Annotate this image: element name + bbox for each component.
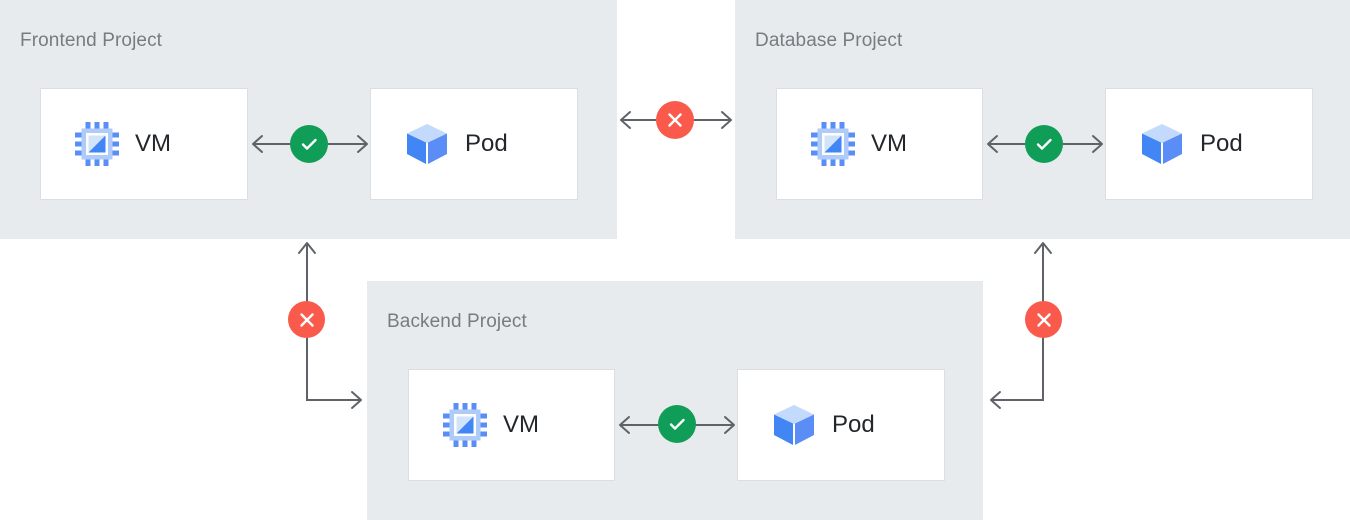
x-icon	[668, 113, 682, 127]
vm-chip-icon	[441, 401, 489, 449]
pod-cube-icon	[770, 401, 818, 449]
project-panel-frontend[interactable]: Frontend Project	[0, 0, 617, 239]
vm-chip-icon	[809, 120, 857, 168]
check-icon	[1036, 138, 1052, 150]
status-badge-frontend-internal-allowed[interactable]	[290, 125, 328, 163]
project-panel-database[interactable]: Database Project	[735, 0, 1350, 239]
pod-cube-icon	[403, 120, 451, 168]
status-badge-backend-internal-allowed[interactable]	[658, 405, 696, 443]
check-icon	[301, 138, 317, 150]
resource-label-database-pod: Pod	[1200, 130, 1243, 157]
resource-card-backend-vm[interactable]: VM	[408, 369, 615, 481]
project-title-frontend: Frontend Project	[20, 30, 163, 51]
resource-card-database-pod[interactable]: Pod	[1105, 88, 1313, 200]
resource-label-database-vm: VM	[871, 130, 907, 157]
x-icon	[1036, 312, 1051, 327]
project-title-database: Database Project	[755, 30, 903, 51]
check-icon	[669, 418, 685, 430]
resource-card-database-vm[interactable]: VM	[776, 88, 983, 200]
project-panel-backend[interactable]: Backend Project	[367, 281, 983, 520]
status-badge-database-internal-allowed[interactable]	[1025, 125, 1063, 163]
resource-card-backend-pod[interactable]: Pod	[737, 369, 945, 481]
resource-label-frontend-vm: VM	[135, 130, 171, 157]
resource-card-frontend-vm[interactable]: VM	[40, 88, 248, 200]
resource-label-frontend-pod: Pod	[465, 130, 508, 157]
project-title-backend: Backend Project	[387, 311, 527, 332]
status-badge-backend-frontend-blocked[interactable]	[288, 301, 325, 338]
vm-chip-icon	[73, 120, 121, 168]
resource-label-backend-pod: Pod	[832, 411, 875, 438]
resource-card-frontend-pod[interactable]: Pod	[370, 88, 578, 200]
x-icon	[299, 312, 314, 327]
status-badge-backend-database-blocked[interactable]	[1025, 301, 1062, 338]
status-badge-frontend-database-blocked[interactable]	[656, 101, 694, 139]
resource-label-backend-vm: VM	[503, 411, 539, 438]
pod-cube-icon	[1138, 120, 1186, 168]
